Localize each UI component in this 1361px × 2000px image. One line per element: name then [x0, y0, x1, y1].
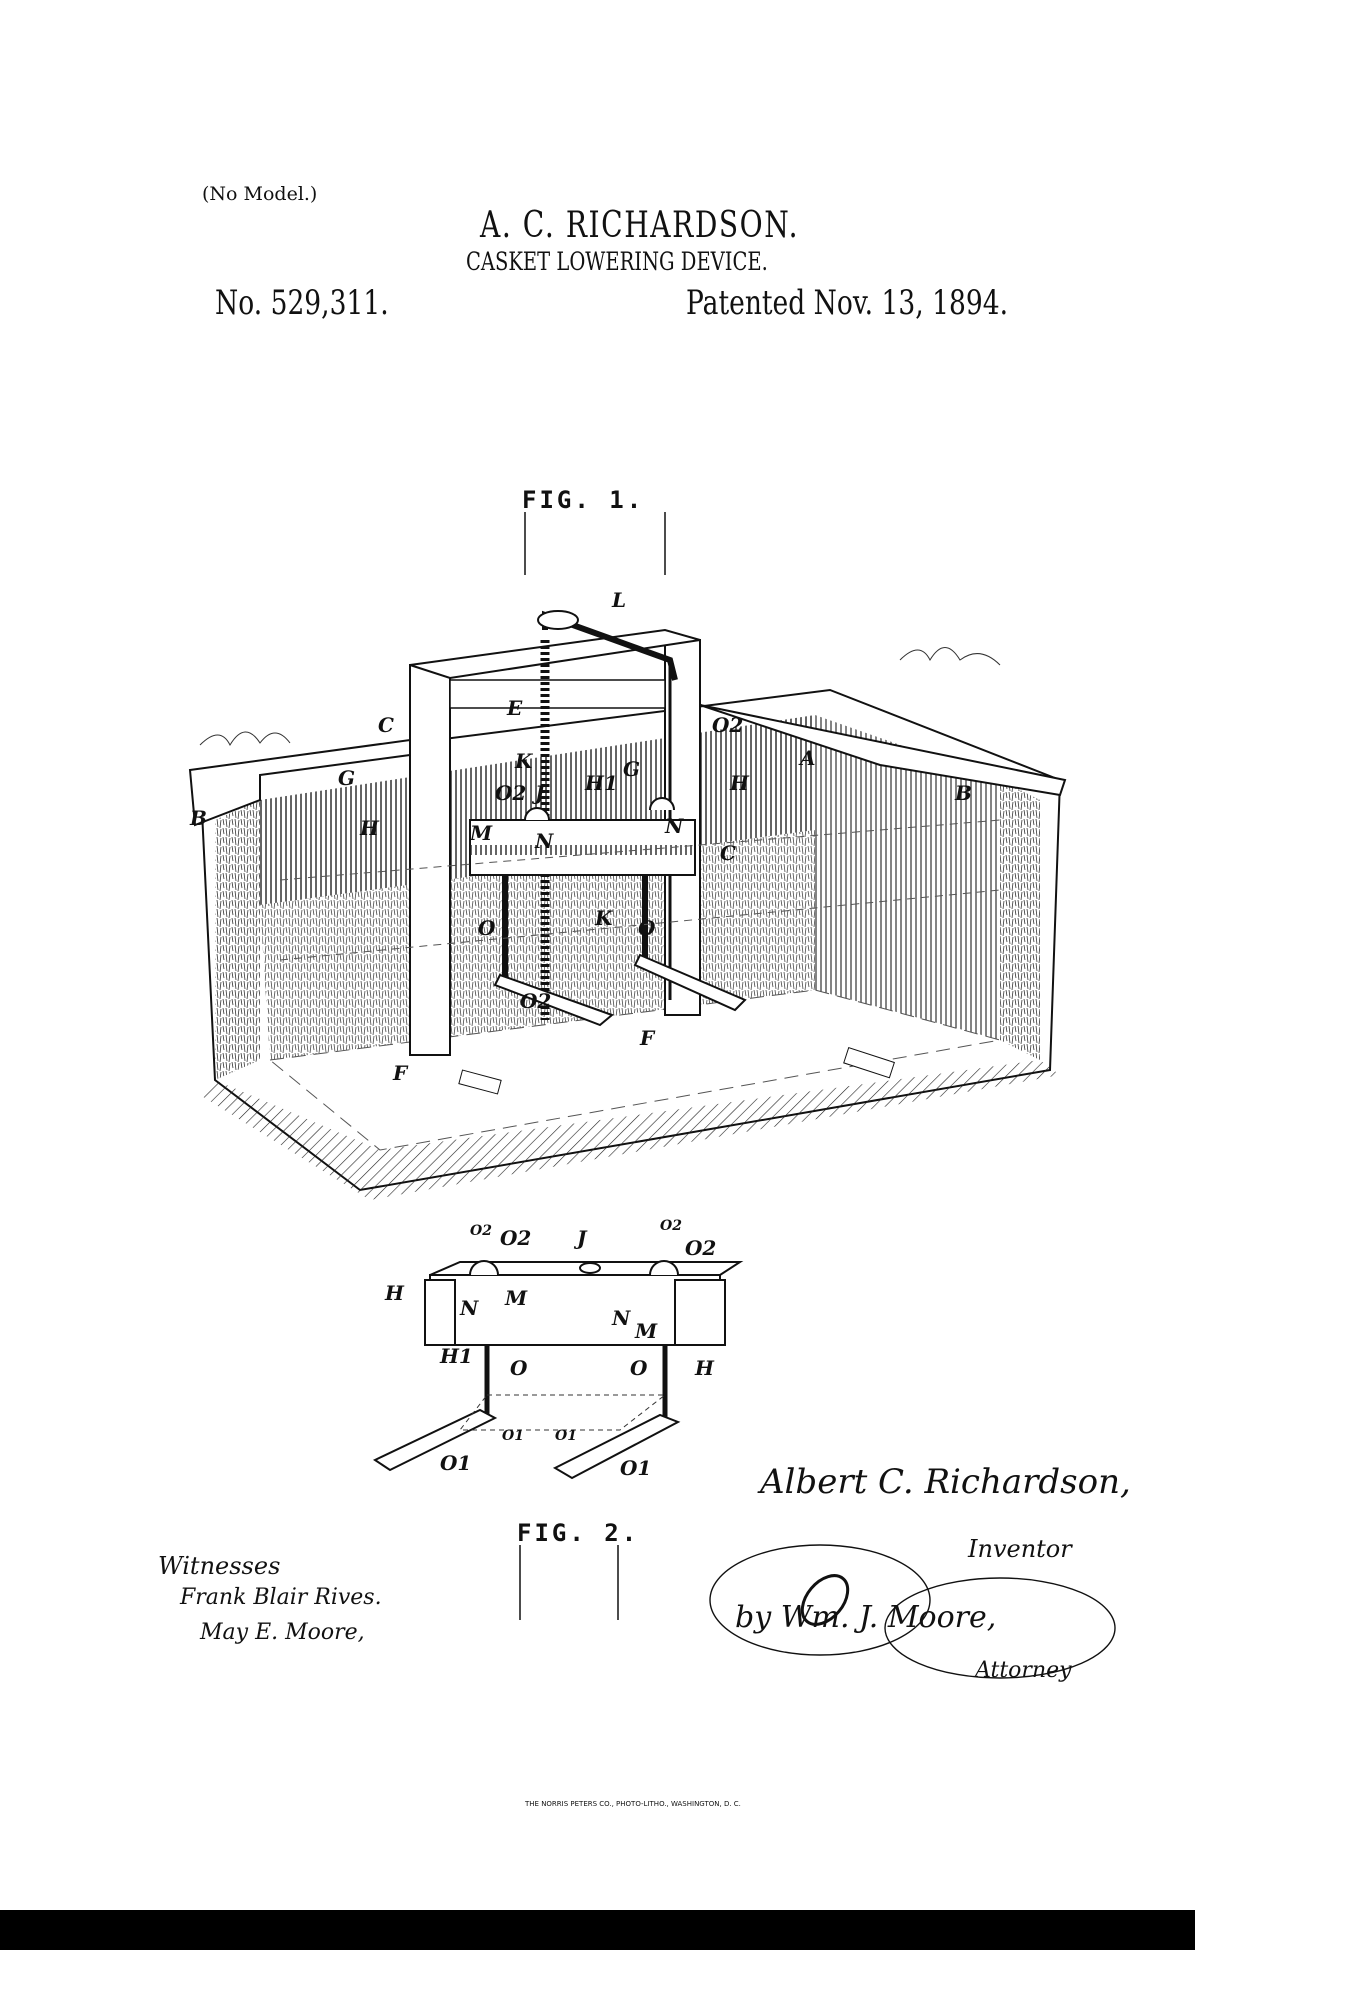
svg-text:N: N: [611, 1306, 631, 1330]
attorney-label: Attorney: [975, 1658, 1072, 1683]
svg-text:N: N: [534, 829, 554, 853]
svg-text:K: K: [514, 749, 534, 773]
svg-text:G: G: [623, 757, 640, 781]
svg-text:J: J: [573, 1226, 588, 1250]
svg-text:N: N: [664, 814, 684, 838]
attorney-flourish: [709, 1544, 1116, 1679]
patent-title: CASKET LOWERING DEVICE.: [466, 247, 768, 276]
model-note: (No Model.): [202, 183, 318, 205]
svg-text:H: H: [729, 771, 750, 795]
svg-text:H: H: [359, 816, 380, 840]
svg-text:O2: O2: [470, 1223, 492, 1239]
fig2-caption-text: FIG. 2.: [517, 1519, 639, 1547]
inventor-name: A. C. RICHARDSON.: [480, 205, 800, 246]
attorney-signature: by Wm. J. Moore,: [735, 1600, 997, 1635]
svg-text:O2: O2: [500, 1226, 531, 1250]
inventor-label: Inventor: [968, 1535, 1072, 1563]
svg-text:M: M: [634, 1319, 658, 1343]
fig2-caption: FIG. 2.: [517, 1519, 639, 1620]
svg-text:A: A: [798, 746, 816, 770]
svg-text:B: B: [954, 781, 972, 805]
svg-text:E: E: [506, 696, 523, 720]
svg-text:H: H: [384, 1281, 405, 1305]
svg-text:O1: O1: [502, 1428, 524, 1444]
patent-date: Patented Nov. 13, 1894.: [686, 283, 1009, 323]
svg-text:O1: O1: [620, 1456, 651, 1480]
svg-text:O2: O2: [685, 1236, 716, 1260]
witness-2-signature: May E. Moore,: [200, 1620, 365, 1645]
svg-text:O2: O2: [520, 989, 551, 1013]
svg-text:N: N: [459, 1296, 479, 1320]
fig1-caption: FIG. 1.: [522, 486, 666, 575]
svg-text:O2: O2: [495, 781, 526, 805]
svg-text:L: L: [611, 588, 626, 612]
svg-text:O: O: [478, 916, 496, 940]
svg-text:O1: O1: [440, 1451, 471, 1475]
svg-text:O: O: [510, 1356, 528, 1380]
fig2-figure: [372, 1260, 744, 1480]
fig1-labels: L E C B B A K G H H O2 O2 J H1 G M N N C…: [189, 588, 972, 1085]
scan-edge-bar: [0, 1910, 1195, 1950]
svg-text:O2: O2: [660, 1218, 682, 1234]
svg-text:O: O: [630, 1356, 648, 1380]
svg-text:F: F: [639, 1026, 656, 1050]
svg-text:H1: H1: [584, 771, 618, 795]
svg-text:J: J: [531, 781, 546, 805]
inventor-signature: Albert C. Richardson,: [760, 1462, 1131, 1502]
patent-number: No. 529,311.: [215, 283, 389, 323]
witness-1-signature: Frank Blair Rives.: [180, 1585, 382, 1610]
grave-figure: [188, 610, 1067, 1200]
svg-text:B: B: [189, 806, 207, 830]
fig2-labels: O2 O2 J O2 O2 H M N N M H1 O O H O1 O1 O…: [384, 1218, 716, 1480]
svg-text:M: M: [469, 821, 493, 845]
svg-text:G: G: [338, 766, 355, 790]
svg-text:C: C: [720, 841, 736, 865]
fig1-caption-text: FIG. 1.: [522, 486, 644, 514]
witnesses-label: Witnesses: [158, 1552, 281, 1580]
printer-credit: THE NORRIS PETERS CO., PHOTO-LITHO., WAS…: [525, 1800, 741, 1808]
svg-text:O: O: [638, 916, 656, 940]
svg-text:H1: H1: [439, 1344, 473, 1368]
svg-text:K: K: [594, 906, 614, 930]
svg-text:O2: O2: [712, 713, 743, 737]
svg-text:F: F: [392, 1061, 409, 1085]
svg-text:C: C: [378, 713, 394, 737]
svg-text:O1: O1: [555, 1428, 577, 1444]
svg-text:M: M: [504, 1286, 528, 1310]
svg-text:H: H: [694, 1356, 715, 1380]
